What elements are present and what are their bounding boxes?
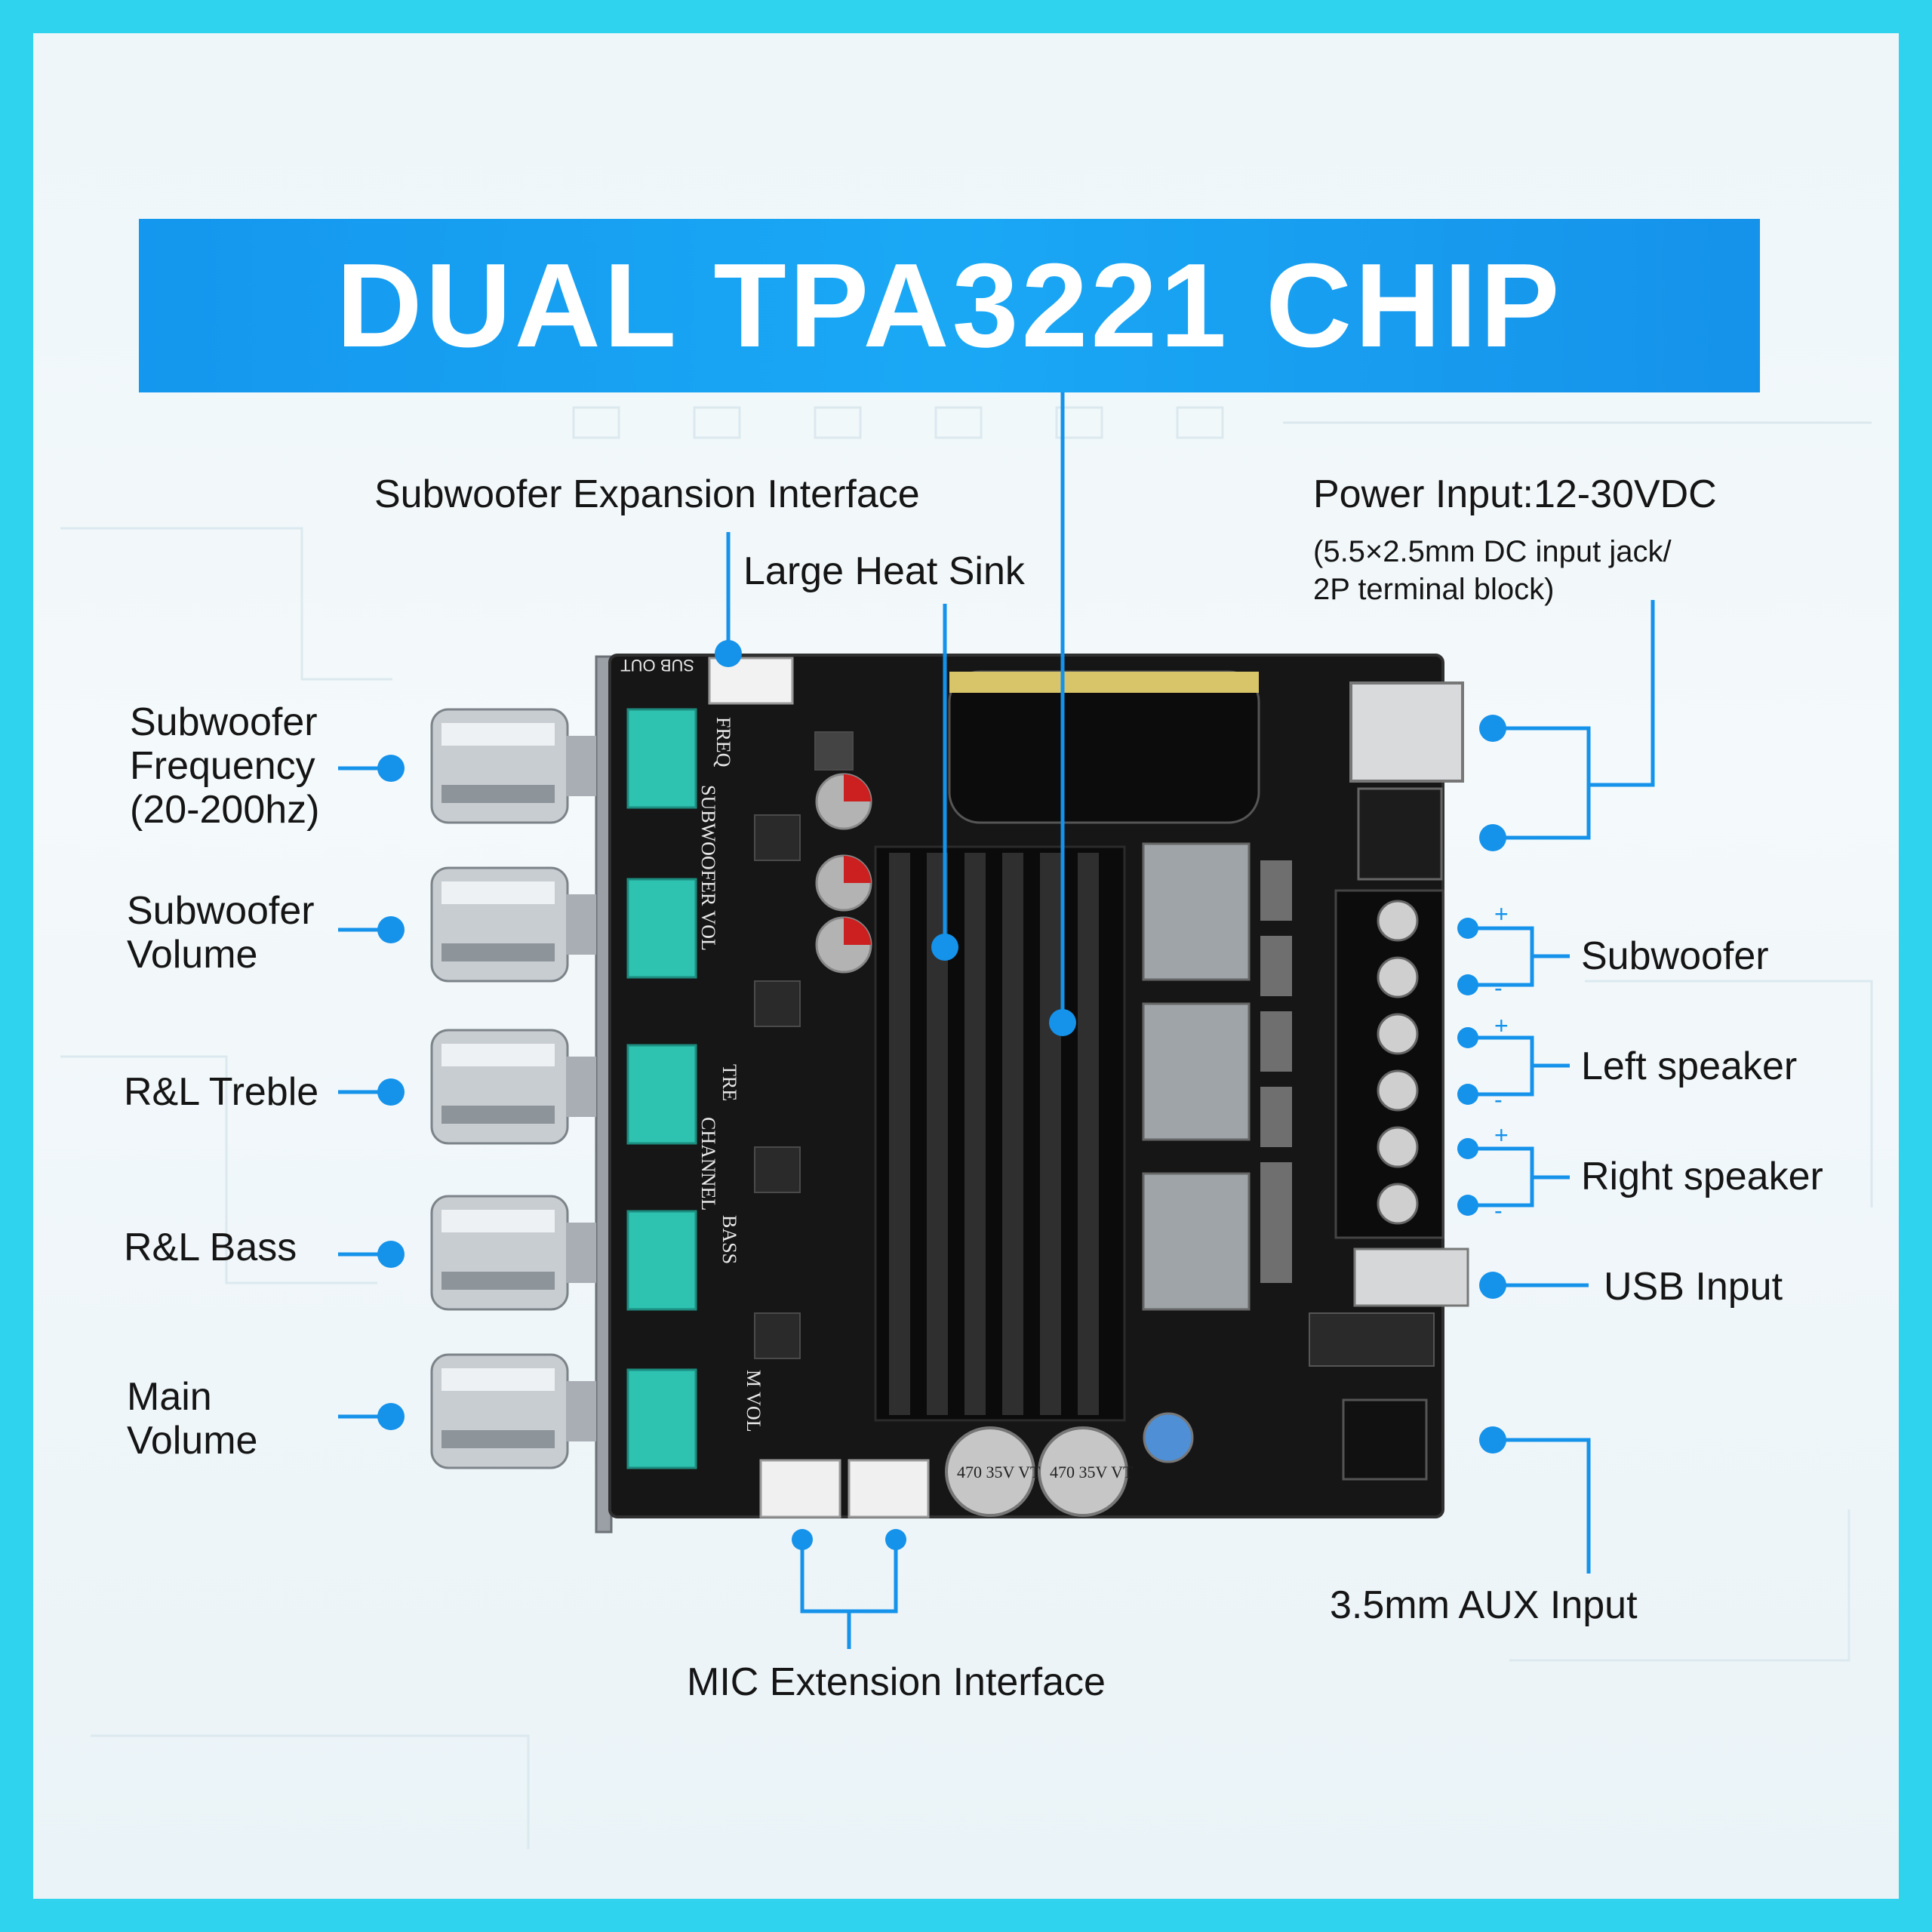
small-components (1260, 860, 1292, 1283)
cap-2-text: 470 35V VT (1050, 1463, 1134, 1481)
speaker-terminal-block[interactable] (1334, 889, 1444, 1239)
label-usb-input: USB Input (1604, 1265, 1783, 1309)
minus-2: - (1494, 1086, 1503, 1113)
inductors (1142, 842, 1251, 1311)
bluetooth-module (1309, 1312, 1435, 1367)
label-aux-input: 3.5mm AUX Input (1330, 1583, 1638, 1627)
label-sub-vol-1: Subwoofer (127, 889, 315, 933)
sub-out-text: SUB OUT (620, 656, 694, 675)
label-power-input-note-1: (5.5×2.5mm DC input jack/ (1313, 535, 1672, 568)
output-capacitors (945, 1412, 1194, 1517)
label-subwoofer-expansion: Subwoofer Expansion Interface (374, 472, 920, 516)
knob-rl-treble[interactable] (430, 1029, 697, 1145)
red-capacitors (815, 773, 872, 974)
label-sub-freq-1: Subwoofer (130, 700, 318, 744)
label-left-speaker: Left speaker (1581, 1044, 1798, 1088)
label-power-input-note-2: 2P terminal block) (1313, 573, 1555, 606)
silk-bass: BASS (718, 1215, 740, 1264)
label-main-vol-2: Volume (127, 1419, 258, 1463)
dc-jack[interactable] (1349, 681, 1464, 783)
terminal-2p[interactable] (1357, 787, 1443, 881)
label-power-input: Power Input:12-30VDC (1313, 472, 1717, 516)
label-sub-freq-3: (20-200hz) (130, 788, 320, 832)
label-sub-vol-2: Volume (127, 933, 258, 977)
plus-3: + (1494, 1121, 1509, 1149)
label-subwoofer-output: Subwoofer (1581, 934, 1769, 978)
usb-port[interactable] (1353, 1247, 1469, 1307)
label-treble: R&L Treble (124, 1070, 319, 1114)
circuit-background (60, 406, 1873, 1849)
minus-3: - (1494, 1197, 1503, 1224)
knob-subwoofer-volume[interactable] (430, 866, 697, 983)
callout-dots (377, 640, 1506, 1550)
silk-subwoofer-vol: SUBWOOFER VOL (697, 785, 719, 951)
label-bass: R&L Bass (124, 1226, 297, 1269)
label-right-speaker: Right speaker (1581, 1155, 1823, 1198)
mic-connector-1[interactable] (759, 1459, 841, 1518)
heat-sink[interactable] (874, 845, 1126, 1422)
aux-jack[interactable] (1342, 1398, 1428, 1481)
small-ics (754, 731, 854, 1359)
main-capacitor (948, 670, 1260, 824)
silk-freq: FREQ (712, 717, 734, 768)
knob-rl-bass[interactable] (430, 1195, 697, 1311)
label-main-vol-1: Main (127, 1375, 212, 1419)
plus-1: + (1494, 900, 1509, 928)
callout-lines (338, 392, 1655, 1649)
silk-channel: CHANNEL (697, 1117, 719, 1211)
label-large-heat-sink: Large Heat Sink (743, 549, 1025, 593)
title-banner: DUAL TPA3221 CHIP (139, 219, 1760, 392)
minus-1: - (1494, 974, 1503, 1001)
knob-subwoofer-frequency[interactable] (430, 708, 697, 824)
label-mic-extension: MIC Extension Interface (687, 1660, 1106, 1704)
page-title: DUAL TPA3221 CHIP (336, 238, 1563, 372)
silk-tre: TRE (718, 1064, 740, 1101)
mic-connector-2[interactable] (848, 1459, 930, 1518)
label-sub-freq-2: Frequency (130, 744, 315, 788)
polarity-markers: + - + - + - (1494, 900, 1509, 1224)
capacitor-band (949, 672, 1259, 693)
silk-m-vol: M VOL (743, 1370, 764, 1432)
knob-main-volume[interactable] (430, 1353, 697, 1469)
cap-1-text: 470 35V VT (957, 1463, 1041, 1481)
plus-2: + (1494, 1012, 1509, 1039)
